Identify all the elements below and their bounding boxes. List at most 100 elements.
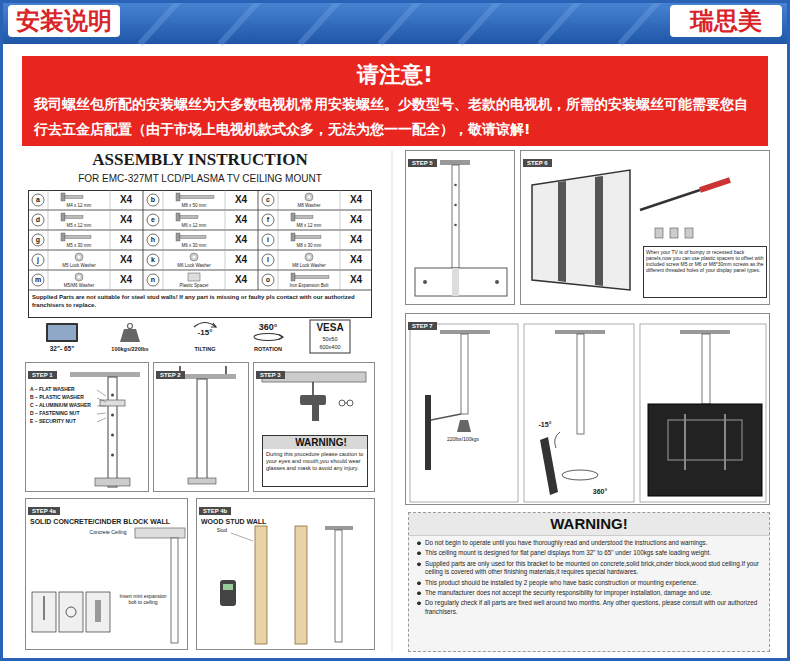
label-anchor: f	[267, 216, 269, 224]
cell-divider	[340, 230, 341, 250]
label-anchor: M6 x 30 mm	[182, 243, 207, 248]
step-heading: STEP 4b	[199, 507, 231, 515]
tv-size-icon	[46, 323, 78, 342]
part-letter: c	[266, 196, 270, 204]
warning-text: Do not begin to operate until you have t…	[409, 539, 769, 547]
screw-icon	[176, 193, 180, 201]
assembled-mount-drawing	[440, 160, 470, 165]
mount-pole-drawing	[95, 478, 130, 486]
screw-icon	[180, 196, 214, 199]
label-anchor: M8 Lock Washer	[292, 263, 326, 268]
label-anchor: c	[266, 196, 270, 204]
part-letter: j	[37, 256, 39, 264]
ceiling-plate-drawing	[188, 478, 216, 484]
load-rating: 100kgs/220lbs	[111, 346, 148, 352]
load-rating: 220lbs/100kgs	[447, 437, 479, 443]
part-size: M8 x 12 mm	[297, 223, 322, 228]
warning-box: WARNING!During this procedure please cau…	[262, 435, 368, 487]
size-range: 32"- 65"	[50, 345, 75, 352]
header-stripes	[380, 0, 420, 44]
warning-icon	[263, 437, 275, 447]
doc-title: ASSEMBLY INSTRUCTION	[92, 150, 308, 170]
vesa-size: 50x50	[323, 336, 338, 342]
tv-back-drawing	[595, 176, 603, 286]
header-stripes	[460, 0, 500, 44]
step-panel: STEP 4aSOLID CONCRETE/CINDER BLOCK WALL	[25, 498, 188, 650]
part-size: Plastic Spacer	[180, 283, 209, 288]
quantity: X4	[235, 194, 247, 206]
part-letter: o	[266, 276, 270, 284]
cell-divider	[278, 270, 279, 290]
cell-divider	[225, 210, 226, 230]
cell-divider	[110, 250, 111, 270]
label-anchor: FOR EMC-327MT LCD/PLASMA TV CEILING MOUN…	[78, 173, 322, 185]
tilt-icon	[194, 323, 216, 328]
label-anchor: ROTATION	[254, 346, 282, 352]
side-view-drawing	[577, 334, 584, 434]
label-anchor: M4 x 12 mm	[67, 203, 92, 208]
quantity: X4	[235, 214, 247, 226]
quantity: X4	[350, 274, 362, 286]
part-key: A – FLAT WASHER	[30, 387, 75, 393]
washer-icon	[190, 253, 198, 261]
letter-circle	[262, 194, 274, 206]
cell-divider	[225, 270, 226, 290]
cell-divider	[340, 250, 341, 270]
assembled-mount-drawing	[454, 224, 457, 227]
front-view-drawing	[684, 414, 686, 470]
letter-circle	[262, 254, 274, 266]
assembled-mount-drawing	[454, 184, 457, 187]
screw-icon	[180, 236, 206, 239]
tv-back-drawing	[670, 228, 678, 238]
front-view-drawing	[668, 420, 742, 460]
part-key: E – SECURITY NUT	[30, 419, 76, 425]
label-anchor: b	[151, 196, 155, 204]
side-view-drawing	[457, 420, 471, 432]
weight-icon	[128, 324, 133, 329]
leader-line	[97, 418, 106, 422]
table-grid	[28, 290, 372, 291]
cell-divider	[48, 230, 49, 250]
concrete-ceiling-drawing	[66, 607, 76, 617]
letter-circle	[32, 194, 44, 206]
notice-text: 请注意!	[22, 56, 768, 90]
mount-pole-drawing	[70, 372, 140, 487]
cell-divider	[110, 270, 111, 290]
label-anchor: m	[35, 276, 41, 284]
wood-stud-drawing	[220, 526, 353, 644]
step-heading: WOOD STUD WALL	[197, 517, 374, 527]
label-anchor: o	[266, 276, 270, 284]
warning-text: Supplied parts are only used for this br…	[409, 560, 769, 577]
washer-icon	[193, 256, 196, 259]
quantity: X4	[350, 234, 362, 246]
header-stripes	[220, 0, 260, 44]
label-anchor: M6 x 12 mm	[182, 223, 207, 228]
cell-divider	[48, 210, 49, 230]
screw-icon	[61, 233, 65, 241]
part-letter: a	[36, 196, 40, 204]
concrete-ceiling-drawing	[59, 592, 83, 632]
ceiling-plate-drawing	[197, 379, 207, 479]
label-anchor: M5/M6 Washer	[64, 283, 94, 288]
part-size: M6 x 12 mm	[182, 223, 207, 228]
warning-text: The manufacturer does not accept the sec…	[409, 589, 769, 597]
label-anchor: X4	[350, 274, 362, 286]
wood-stud-drawing	[223, 584, 233, 590]
header-stripes	[620, 0, 660, 44]
screw-icon	[295, 236, 321, 239]
part-size: M6 Lock Washer	[177, 263, 211, 268]
cell-divider	[110, 190, 111, 210]
step-heading: STEP 4a	[28, 507, 60, 515]
step-panel: STEP 1	[25, 362, 149, 492]
label-anchor: X4	[350, 254, 362, 266]
table-grid	[28, 250, 372, 251]
step-heading: STEP 2	[156, 371, 185, 379]
quantity: X4	[120, 234, 132, 246]
vesa-size: 600x400	[319, 344, 340, 350]
cell-divider	[340, 190, 341, 210]
label-anchor: C – ALUMINIUM WASHER	[30, 403, 91, 409]
label-anchor: Iron Expansion Bolt	[289, 283, 328, 288]
cell-divider	[163, 250, 164, 270]
label-anchor: M8 x 30 mm	[297, 243, 322, 248]
